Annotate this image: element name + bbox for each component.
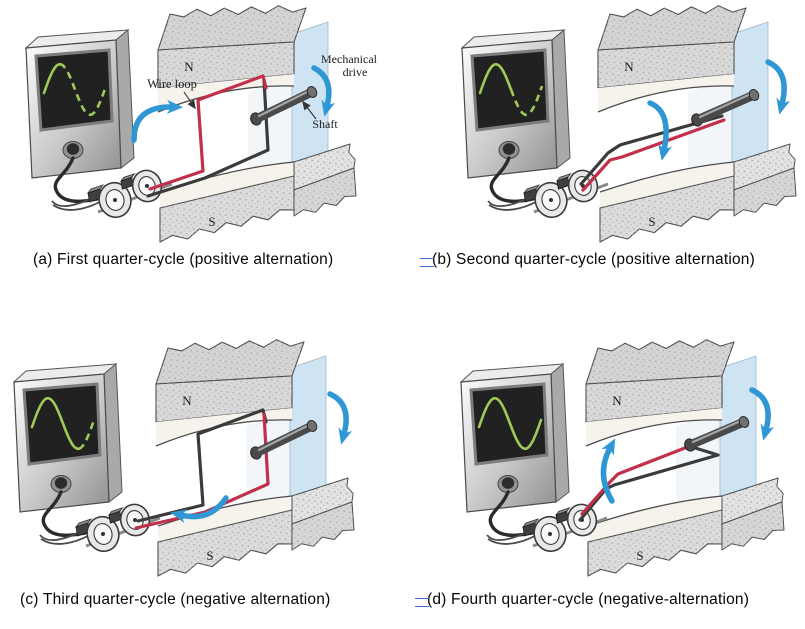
generator-figure-a: N S Wire loop Mechanical drive Shaft — [24, 5, 378, 243]
svg-text:N: N — [612, 393, 622, 408]
caption-d-text: (d) Fourth quarter-cycle (negative-alter… — [427, 591, 750, 608]
caption-b-text: (b) Second quarter-cycle (positive alter… — [432, 251, 755, 268]
svg-text:N: N — [184, 59, 194, 74]
caption-b: (b) Second quarter-cycle (positive alter… — [420, 251, 755, 269]
caption-mark-icon — [415, 598, 429, 607]
svg-text:Mechanical: Mechanical — [321, 52, 378, 66]
svg-text:S: S — [208, 214, 215, 229]
svg-text:Shaft: Shaft — [312, 117, 338, 131]
generator-figure-d: N S — [459, 339, 785, 577]
generator-figure-b: N S — [460, 5, 797, 243]
caption-a: (a) First quarter-cycle (positive altern… — [33, 251, 333, 269]
caption-d: (d) Fourth quarter-cycle (negative-alter… — [415, 591, 749, 609]
svg-text:Wire loop: Wire loop — [147, 77, 197, 91]
caption-c-text: (c) Third quarter-cycle (negative altern… — [20, 591, 331, 608]
caption-c: (c) Third quarter-cycle (negative altern… — [20, 591, 330, 609]
generator-figure-c: N S — [12, 339, 355, 577]
caption-mark-icon — [420, 258, 434, 267]
svg-text:N: N — [624, 59, 634, 74]
svg-text:drive: drive — [343, 65, 368, 79]
svg-text:S: S — [636, 548, 643, 563]
svg-text:N: N — [182, 393, 192, 408]
svg-text:S: S — [648, 214, 655, 229]
svg-text:S: S — [206, 548, 213, 563]
caption-a-text: (a) First quarter-cycle (positive altern… — [33, 251, 334, 268]
